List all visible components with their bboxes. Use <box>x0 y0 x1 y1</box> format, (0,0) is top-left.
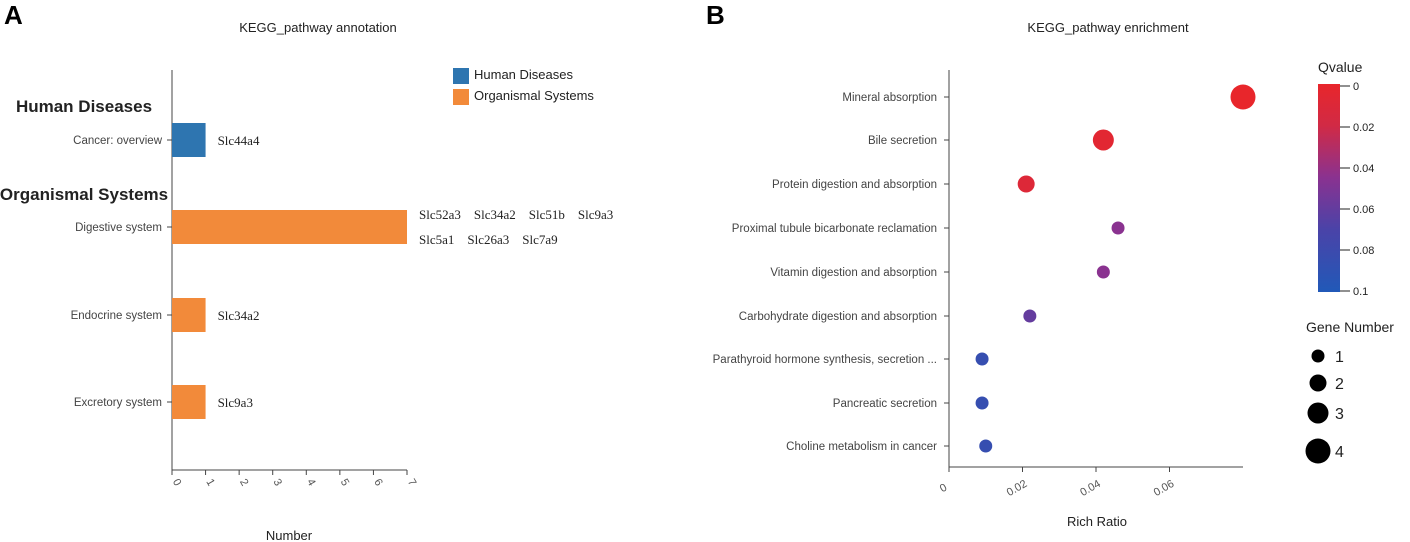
panel-a-letter: A <box>4 0 23 30</box>
gene-number-legend-label: 4 <box>1335 444 1344 461</box>
gene-number-legend-circle <box>1307 402 1329 424</box>
enrichment-x-tick-label: 0.06 <box>1152 478 1177 499</box>
enrichment-point <box>1111 221 1125 235</box>
gene-number-legend-label: 3 <box>1335 406 1344 423</box>
annotation-x-tick-label: 3 <box>271 477 284 488</box>
enrichment-x-tick-label: 0.02 <box>1005 478 1030 499</box>
qvalue-colorbar-tick-label: 0.1 <box>1353 286 1368 298</box>
enrichment-point <box>1017 175 1035 193</box>
enrichment-pathway-label: Parathyroid hormone synthesis, secretion… <box>713 354 937 366</box>
annotation-bars <box>172 123 407 419</box>
annotation-gene-label: Slc5a1 Slc26a3 Slc7a9 <box>419 232 558 247</box>
enrichment-x-tick-label: 0 <box>938 482 949 495</box>
enrichment-point <box>1096 265 1110 279</box>
qvalue-colorbar-tick-label: 0 <box>1353 81 1359 93</box>
enrichment-pathway-label: Pancreatic secretion <box>833 398 937 410</box>
enrichment-pathway-label: Protein digestion and absorption <box>772 179 937 191</box>
annotation-title: KEGG_pathway annotation <box>239 20 397 35</box>
enrichment-axes: 0 0.02 0.04 0.06 <box>938 70 1243 499</box>
annotation-x-axis-label: Number <box>266 528 313 542</box>
annotation-gene-label: Slc9a3 <box>218 395 253 410</box>
annotation-bar <box>172 385 206 419</box>
gene-number-legend-label: 1 <box>1335 349 1344 366</box>
annotation-x-tick-label: 2 <box>237 477 250 488</box>
gene-number-legend-circle <box>1311 349 1325 363</box>
enrichment-points <box>975 84 1256 453</box>
enrichment-point <box>975 352 989 366</box>
annotation-legend-label: Organismal Systems <box>474 88 594 103</box>
annotation-panel: A KEGG_pathway annotation 0 1 2 3 4 5 6 7 Human… <box>0 0 613 542</box>
annotation-bar <box>172 210 407 244</box>
annotation-category-label: Cancer: overview <box>73 135 163 147</box>
gene-number-legend-label: 2 <box>1335 376 1344 393</box>
qvalue-colorbar-tick-label: 0.06 <box>1353 204 1374 216</box>
annotation-group-label: Organismal Systems <box>0 185 168 204</box>
annotation-group-label: Human Diseases <box>16 97 152 116</box>
enrichment-point <box>975 396 989 410</box>
annotation-category-label: Excretory system <box>74 397 162 409</box>
gene-number-legend-title: Gene Number <box>1306 319 1394 335</box>
annotation-gene-label: Slc52a3 Slc34a2 Slc51b Slc9a3 <box>419 207 613 222</box>
annotation-x-tick-label: 7 <box>405 477 418 488</box>
annotation-bar <box>172 298 206 332</box>
annotation-category-label: Endocrine system <box>71 310 162 322</box>
enrichment-pathway-label: Mineral absorption <box>842 92 937 104</box>
enrichment-pathway-label: Carbohydrate digestion and absorption <box>739 311 937 323</box>
enrichment-x-axis-label: Rich Ratio <box>1067 514 1127 529</box>
annotation-legend-swatch <box>453 89 469 105</box>
annotation-bar <box>172 123 206 157</box>
annotation-x-tick-label: 0 <box>170 477 183 488</box>
qvalue-colorbar-tick-label: 0.08 <box>1353 245 1374 257</box>
enrichment-pathway-label: Bile secretion <box>868 135 937 147</box>
enrichment-x-tick-label: 0.04 <box>1078 478 1103 499</box>
annotation-gene-label: Slc44a4 <box>218 133 260 148</box>
annotation-legend-label: Human Diseases <box>474 67 573 82</box>
gene-number-legend-circle <box>1309 374 1327 392</box>
qvalue-colorbar-tick-label: 0.02 <box>1353 122 1374 134</box>
annotation-gene-label: Slc34a2 <box>218 308 260 323</box>
annotation-x-tick-label: 6 <box>371 477 384 488</box>
enrichment-point <box>1092 129 1114 151</box>
qvalue-colorbar <box>1318 84 1340 292</box>
annotation-x-tick-label: 1 <box>203 477 216 488</box>
annotation-x-tick-label: 4 <box>304 477 317 488</box>
enrichment-point <box>979 439 993 453</box>
enrichment-point <box>1023 309 1037 323</box>
gene-number-legend-circle <box>1305 438 1331 464</box>
qvalue-colorbar-tick-label: 0.04 <box>1353 163 1374 175</box>
annotation-x-tick-label: 5 <box>338 477 351 488</box>
panel-b-letter: B <box>706 0 725 30</box>
enrichment-pathway-label: Choline metabolism in cancer <box>786 441 937 453</box>
annotation-legend-swatch <box>453 68 469 84</box>
gene-number-legend: Gene Number 1 2 3 4 <box>1305 319 1394 464</box>
qvalue-legend: Qvalue 0 0.02 0.04 0.06 0.08 0.1 <box>1318 59 1374 298</box>
enrichment-point <box>1230 84 1256 110</box>
qvalue-legend-title: Qvalue <box>1318 59 1363 75</box>
enrichment-title: KEGG_pathway enrichment <box>1027 20 1189 35</box>
annotation-category-label: Digestive system <box>75 222 162 234</box>
enrichment-pathway-label: Vitamin digestion and absorption <box>770 267 937 279</box>
enrichment-pathway-label: Proximal tubule bicarbonate reclamation <box>732 223 937 235</box>
